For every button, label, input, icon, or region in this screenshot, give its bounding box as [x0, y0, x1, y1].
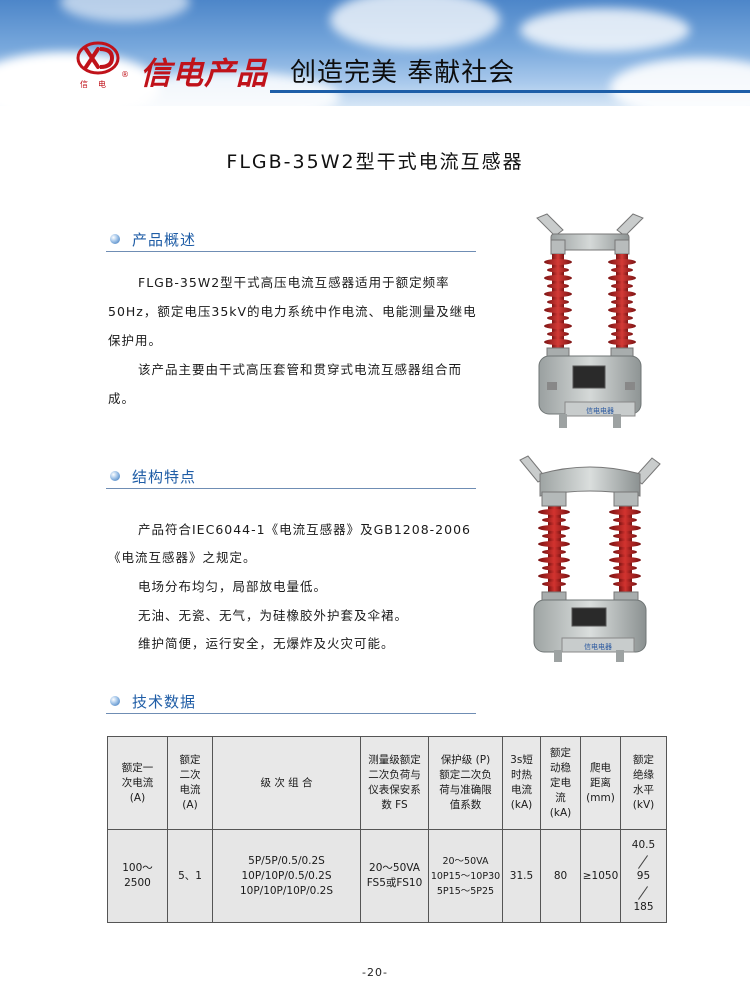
table-header-row: 额定一 次电流 (A) 额定 二次 电流 (A) 级 次 组 合 测量级额定 二…	[107, 736, 667, 830]
nameplate-text: 信电电器	[584, 642, 612, 651]
logo-subtext: 信电	[80, 80, 116, 89]
table-row: 100～2500 5、1 5P/5P/0.5/0.2S 10P/10P/0.5/…	[107, 829, 667, 923]
paragraph: 该产品主要由干式高压套管和贯穿式电流互感器组合而成。	[108, 362, 463, 406]
table-header-cell: 额定 绝缘 水平 (kV)	[620, 736, 667, 830]
tech-data-table: 额定一 次电流 (A) 额定 二次 电流 (A) 级 次 组 合 测量级额定 二…	[107, 736, 667, 923]
table-cell-short-time-current: 31.5	[502, 829, 541, 923]
section-heading-overview: 产品概述	[106, 228, 476, 252]
cloud-decoration	[120, 72, 340, 106]
insulator-left	[544, 254, 572, 350]
cloud-decoration	[520, 8, 690, 52]
section-title: 产品概述	[132, 231, 197, 249]
section-title: 技术数据	[132, 693, 197, 711]
bullet-icon	[110, 234, 120, 244]
product-photo-front: 信电电器	[536, 213, 644, 428]
insulation-levels: 40.5 95 185	[632, 838, 655, 915]
table-header-cell: 额定 动稳 定电 流 (kA)	[540, 736, 581, 830]
feature-line: 《电流互感器》之规定。	[108, 550, 257, 565]
section-heading-features: 结构特点	[106, 465, 476, 489]
table-cell-protection-load: 20～50VA 10P15～10P30 5P15～5P25	[428, 829, 503, 923]
insulator-right	[609, 504, 641, 594]
insulation-value: 185	[633, 900, 654, 913]
insulator-left	[538, 504, 570, 594]
page-title: FLGB-35W2型干式电流互感器	[226, 151, 524, 173]
table-header-cell: 级 次 组 合	[212, 736, 361, 830]
page-number: -20-	[362, 966, 388, 979]
slash-divider	[632, 853, 655, 869]
section-title: 结构特点	[132, 468, 197, 486]
feature-line: 维护简便，运行安全，无爆炸及火灾可能。	[138, 636, 395, 651]
slash-divider	[632, 884, 655, 900]
feature-line: 电场分布均匀，局部放电量低。	[138, 579, 328, 594]
section-heading-tech: 技术数据	[106, 690, 476, 714]
overview-text: FLGB-35W2型干式高压电流互感器适用于额定频率50Hz，额定电压35kV的…	[108, 268, 488, 413]
table-header-cell: 额定一 次电流 (A)	[107, 736, 168, 830]
brand-name: 信电产品	[140, 56, 268, 92]
table-cell-measuring-load: 20～50VA FS5或FS10	[360, 829, 429, 923]
product-photo-angle: 信电电器	[519, 455, 661, 662]
header-banner: 信电 ® 信电产品 创造完美 奉献社会	[0, 0, 750, 106]
table-header-cell: 3s短 时热 电流 (kA)	[502, 736, 541, 830]
cloud-decoration	[330, 0, 500, 50]
table-header-cell: 额定 二次 电流 (A)	[167, 736, 213, 830]
banner-rule	[270, 90, 750, 93]
table-header-cell: 爬电 距离 (mm)	[580, 736, 621, 830]
company-logo-icon	[76, 41, 120, 75]
paragraph: FLGB-35W2型干式高压电流互感器适用于额定频率50Hz，额定电压35kV的…	[108, 275, 477, 348]
feature-line: 产品符合IEC6044-1《电流互感器》及GB1208-2006	[138, 522, 471, 537]
cloud-decoration	[60, 0, 190, 22]
bullet-icon	[110, 471, 120, 481]
slogan: 创造完美 奉献社会	[290, 58, 516, 88]
bullet-icon	[110, 696, 120, 706]
cloud-decoration	[610, 58, 750, 106]
table-cell-creepage: ≥1050	[580, 829, 621, 923]
table-cell-combination: 5P/5P/0.5/0.2S 10P/10P/0.5/0.2S 10P/10P/…	[212, 829, 361, 923]
feature-line: 无油、无瓷、无气，为硅橡胶外护套及伞裙。	[138, 608, 409, 623]
table-header-cell: 测量级额定 二次负荷与 仪表保安系 数 FS	[360, 736, 429, 830]
registered-mark: ®	[121, 70, 129, 79]
table-cell-dynamic-current: 80	[540, 829, 581, 923]
insulator-right	[608, 254, 636, 350]
table-header-cell: 保护级 (P) 额定二次负 荷与准确限 值系数	[428, 736, 503, 830]
nameplate-text: 信电电器	[586, 406, 614, 415]
insulation-value: 40.5	[631, 838, 656, 851]
table-cell-insulation: 40.5 95 185	[620, 829, 667, 923]
table-cell-primary-current: 100～2500	[107, 829, 168, 923]
insulation-value: 95	[636, 869, 651, 882]
table-cell-secondary-current: 5、1	[167, 829, 213, 923]
